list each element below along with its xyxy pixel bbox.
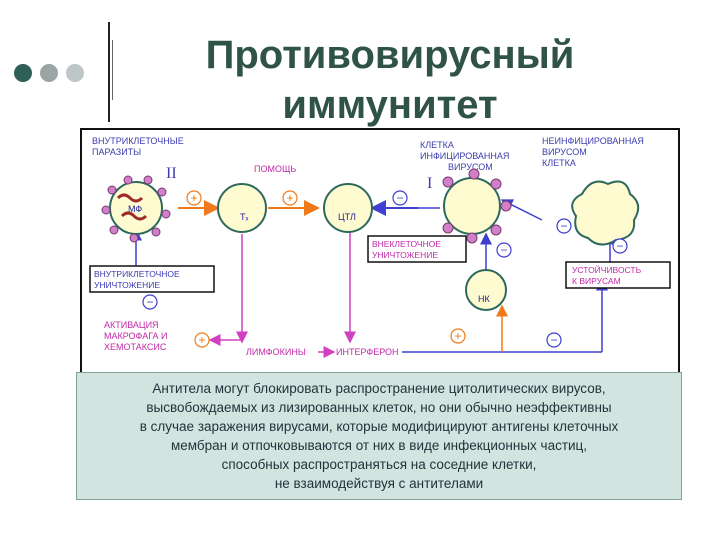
minus-sign-4: − bbox=[612, 238, 628, 254]
uninfected-cell bbox=[571, 180, 640, 246]
page-title: Противовирусный иммунитет bbox=[130, 30, 650, 130]
divider-line-thin bbox=[112, 40, 113, 100]
label-activation-2: МАКРОФАГА И bbox=[104, 331, 167, 341]
label-infected-cell-1: КЛЕТКА bbox=[420, 140, 454, 150]
infected-cell bbox=[442, 168, 512, 244]
label-intracellular-parasites-2: ПАРАЗИТЫ bbox=[92, 147, 141, 157]
minus-sign-2: − bbox=[556, 218, 572, 234]
svg-text:+: + bbox=[286, 191, 293, 205]
plus-sign-2: + bbox=[282, 190, 298, 206]
label-interferon: ИНТЕРФЕРОН bbox=[336, 347, 399, 357]
dot-dark bbox=[14, 64, 32, 82]
plus-sign-4: + bbox=[450, 328, 466, 344]
svg-text:−: − bbox=[550, 333, 557, 347]
svg-text:+: + bbox=[190, 191, 197, 205]
minus-sign-6: − bbox=[546, 332, 562, 348]
macrophage-cell: МФ bbox=[101, 175, 171, 243]
plus-sign-3: + bbox=[194, 332, 210, 348]
note-line-2: высвобождаемых из лизированных клеток, н… bbox=[146, 400, 612, 415]
label-infected-cell-2: ИНФИЦИРОВАННАЯ bbox=[420, 151, 509, 161]
label-activation-1: АКТИВАЦИЯ bbox=[104, 320, 159, 330]
svg-text:−: − bbox=[396, 191, 403, 205]
immunity-diagram: ВНУТРИКЛЕТОЧНЫЕ ПАРАЗИТЫ КЛЕТКА ИНФИЦИРО… bbox=[80, 128, 680, 376]
label-nk: НК bbox=[478, 294, 490, 304]
svg-text:−: − bbox=[560, 219, 567, 233]
label-extracellular-1: ВНЕКЛЕТОЧНОЕ bbox=[372, 239, 441, 249]
label-activation-3: ХЕМОТАКСИС bbox=[104, 342, 167, 352]
label-uninfected-cell-2: ВИРУСОМ bbox=[542, 147, 587, 157]
label-resistance-2: К ВИРУСАМ bbox=[572, 276, 621, 286]
svg-text:+: + bbox=[454, 329, 461, 343]
title-line-1: Противовирусный bbox=[205, 33, 575, 77]
label-resistance-1: УСТОЙЧИВОСТЬ bbox=[572, 264, 642, 275]
svg-text:−: − bbox=[616, 239, 623, 253]
note-line-4: мембран и отпочковываются от них в виде … bbox=[170, 438, 588, 453]
note-line-6: не взаимодействуя с антителами bbox=[274, 476, 484, 491]
decorative-dots bbox=[14, 64, 104, 84]
label-intracellular-parasites-1: ВНУТРИКЛЕТОЧНЫЕ bbox=[92, 136, 184, 146]
plus-sign-1: + bbox=[186, 190, 202, 206]
roman-one: I bbox=[427, 175, 432, 192]
note-line-5: способных распространяться на соседние к… bbox=[221, 457, 537, 472]
label-macrophage: МФ bbox=[128, 204, 142, 214]
label-help: ПОМОЩЬ bbox=[254, 164, 296, 174]
roman-two: II bbox=[166, 165, 177, 182]
label-intracellular-1: ВНУТРИКЛЕТОЧНОЕ bbox=[94, 269, 180, 279]
diagram-canvas: ВНУТРИКЛЕТОЧНЫЕ ПАРАЗИТЫ КЛЕТКА ИНФИЦИРО… bbox=[89, 136, 671, 358]
svg-text:−: − bbox=[500, 243, 507, 257]
dot-light bbox=[66, 64, 84, 82]
label-extracellular-2: УНИЧТОЖЕНИЕ bbox=[372, 250, 438, 260]
antibody-note: Антитела могут блокировать распространен… bbox=[76, 372, 682, 500]
svg-text:−: − bbox=[146, 295, 153, 309]
divider-line bbox=[108, 22, 110, 122]
note-line-1: Антитела могут блокировать распространен… bbox=[152, 381, 606, 396]
svg-text:+: + bbox=[198, 333, 205, 347]
box-intracellular-destruction: ВНУТРИКЛЕТОЧНОЕ УНИЧТОЖЕНИЕ bbox=[89, 265, 215, 293]
label-th-cell: Tₓ bbox=[240, 212, 248, 222]
minus-sign-5: − bbox=[142, 294, 158, 310]
label-uninfected-cell-1: НЕИНФИЦИРОВАННАЯ bbox=[542, 136, 644, 146]
nk-cell: НК bbox=[465, 269, 507, 311]
box-extracellular-destruction: ВНЕКЛЕТОЧНОЕ УНИЧТОЖЕНИЕ bbox=[367, 235, 467, 263]
note-line-3: в случае заражения вирусами, которые мод… bbox=[139, 419, 619, 434]
minus-sign-3: − bbox=[496, 242, 512, 258]
title-line-2: иммунитет bbox=[282, 83, 498, 127]
label-lymphokines: ЛИМФОКИНЫ bbox=[246, 347, 306, 357]
label-uninfected-cell-3: КЛЕТКА bbox=[542, 158, 576, 168]
label-infected-cell-3: ВИРУСОМ bbox=[448, 162, 493, 172]
th-cell: Tₓ bbox=[217, 183, 267, 233]
ctl-cell: ЦТЛ bbox=[323, 183, 373, 233]
dot-mid bbox=[40, 64, 58, 82]
label-intracellular-2: УНИЧТОЖЕНИЕ bbox=[94, 280, 160, 290]
label-ctl: ЦТЛ bbox=[338, 212, 356, 222]
box-resistance: УСТОЙЧИВОСТЬ К ВИРУСАМ bbox=[565, 261, 671, 289]
minus-sign-1: − bbox=[392, 190, 408, 206]
